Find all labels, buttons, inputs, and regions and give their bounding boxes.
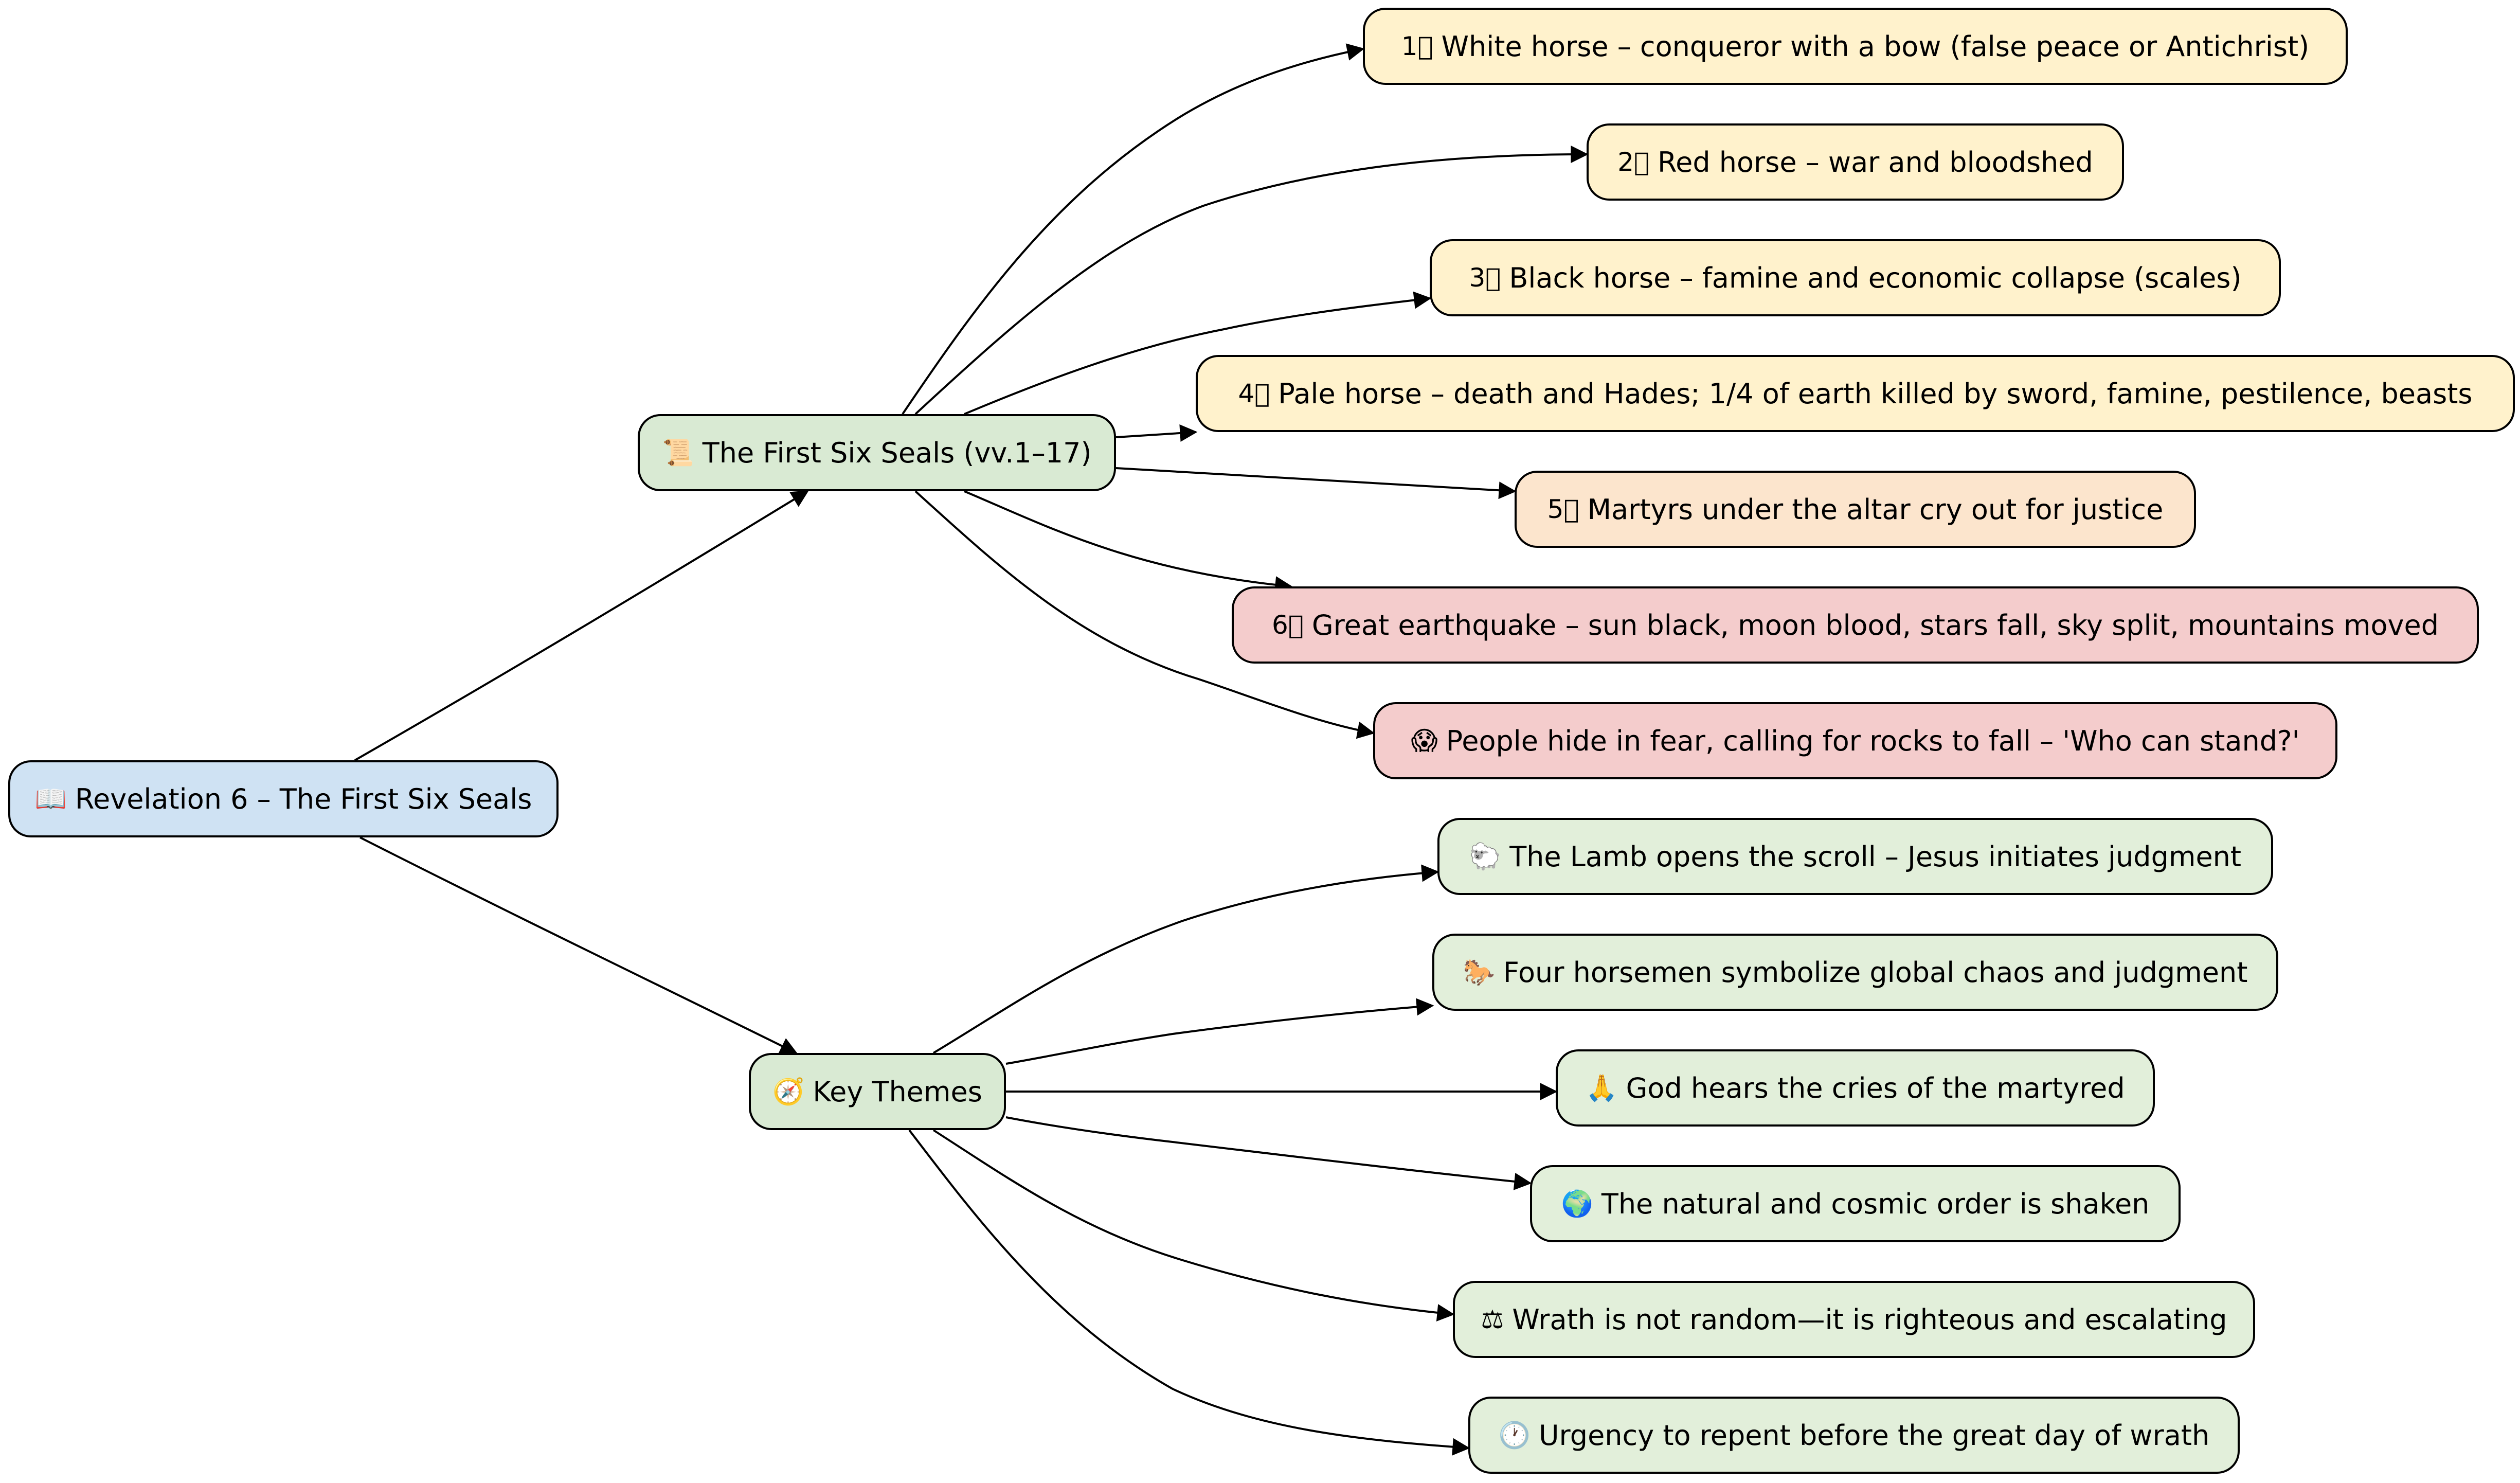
horse-icon: 🐎 [1463,957,1495,987]
fear-label: People hide in fear, calling for rocks t… [1446,724,2300,757]
seal-1-label: White horse – conqueror with a bow (fals… [1441,30,2310,63]
number-5-icon: 5⃣ [1547,494,1579,524]
theme-lamb-label: The Lamb opens the scroll – Jesus initia… [1509,840,2242,873]
seals-branch-label: The First Six Seals (vv.1–17) [702,436,1092,469]
theme-martyrs-label: God hears the cries of the martyred [1626,1071,2125,1104]
themes-to-cosmic-edge [1005,1116,1532,1190]
theme-cosmic-label: The natural and cosmic order is shaken [1601,1187,2150,1220]
theme-martyrs-node: 🙏 God hears the cries of the martyred [1556,1049,2155,1127]
seal-2-node: 2⃣ Red horse – war and bloodshed [1587,123,2124,201]
root-to-seals-edge [354,490,809,761]
themes-to-urgency-edge [908,1129,1470,1456]
clock-icon: 🕐 [1498,1420,1531,1450]
book-icon: 📖 [34,783,67,814]
seal-4-node: 4⃣ Pale horse – death and Hades; 1/4 of … [1196,355,2515,432]
theme-urgency-label: Urgency to repent before the great day o… [1539,1419,2210,1452]
seals-to-seal5-edge [1115,467,1517,499]
themes-branch-node: 🧭 Key Themes [749,1053,1006,1130]
seal-5-node: 5⃣ Martyrs under the altar cry out for j… [1515,471,2196,548]
fear-node: 😱 People hide in fear, calling for rocks… [1373,702,2337,779]
number-6-icon: 6⃣ [1271,610,1304,640]
seal-5-label: Martyrs under the altar cry out for just… [1587,493,2164,526]
globe-icon: 🌍 [1561,1188,1593,1219]
themes-branch-label: Key Themes [813,1075,982,1108]
theme-horsemen-node: 🐎 Four horsemen symbolize global chaos a… [1432,934,2278,1011]
root-node: 📖 Revelation 6 – The First Six Seals [8,760,559,837]
seal-3-label: Black horse – famine and economic collap… [1509,261,2242,294]
seal-4-label: Pale horse – death and Hades; 1/4 of ear… [1278,377,2473,410]
scroll-icon: 📜 [662,437,694,468]
number-2-icon: 2⃣ [1617,147,1650,177]
seals-branch-node: 📜 The First Six Seals (vv.1–17) [638,414,1116,491]
themes-to-wrath-edge [932,1129,1455,1321]
seal-1-node: 1⃣ White horse – conqueror with a bow (f… [1363,8,2348,85]
theme-wrath-node: ⚖ Wrath is not random—it is righteous an… [1453,1281,2255,1358]
themes-to-horsemen-edge [1005,998,1434,1065]
seals-to-seal2-edge [914,146,1589,415]
number-4-icon: 4⃣ [1238,379,1270,408]
lamb-icon: 🐑 [1469,841,1502,871]
theme-urgency-node: 🕐 Urgency to repent before the great day… [1468,1397,2240,1474]
number-1-icon: 1⃣ [1401,31,1433,61]
scream-icon: 😱 [1411,726,1438,756]
seals-to-fear-edge [914,490,1375,739]
seals-to-seal1-edge [902,43,1365,415]
root-label: Revelation 6 – The First Six Seals [75,782,532,815]
compass-icon: 🧭 [772,1076,805,1106]
seals-to-seal6-edge [964,490,1293,594]
praying-hands-icon: 🙏 [1586,1073,1618,1103]
scales-icon: ⚖ [1481,1305,1504,1334]
themes-to-lamb-edge [932,864,1439,1054]
theme-wrath-label: Wrath is not random—it is righteous and … [1512,1303,2227,1336]
seals-to-seal3-edge [964,291,1432,415]
theme-cosmic-node: 🌍 The natural and cosmic order is shaken [1530,1165,2181,1242]
seal-2-label: Red horse – war and bloodshed [1658,146,2093,178]
seal-6-node: 6⃣ Great earthquake – sun black, moon bl… [1232,586,2479,664]
theme-horsemen-label: Four horsemen symbolize global chaos and… [1503,956,2248,989]
seal-3-node: 3⃣ Black horse – famine and economic col… [1430,239,2281,316]
seal-6-label: Great earthquake – sun black, moon blood… [1311,609,2439,641]
theme-lamb-node: 🐑 The Lamb opens the scroll – Jesus init… [1437,818,2273,895]
seals-to-seal4-edge [1115,424,1198,442]
number-3-icon: 3⃣ [1469,263,1501,293]
root-to-themes-edge [359,836,798,1054]
